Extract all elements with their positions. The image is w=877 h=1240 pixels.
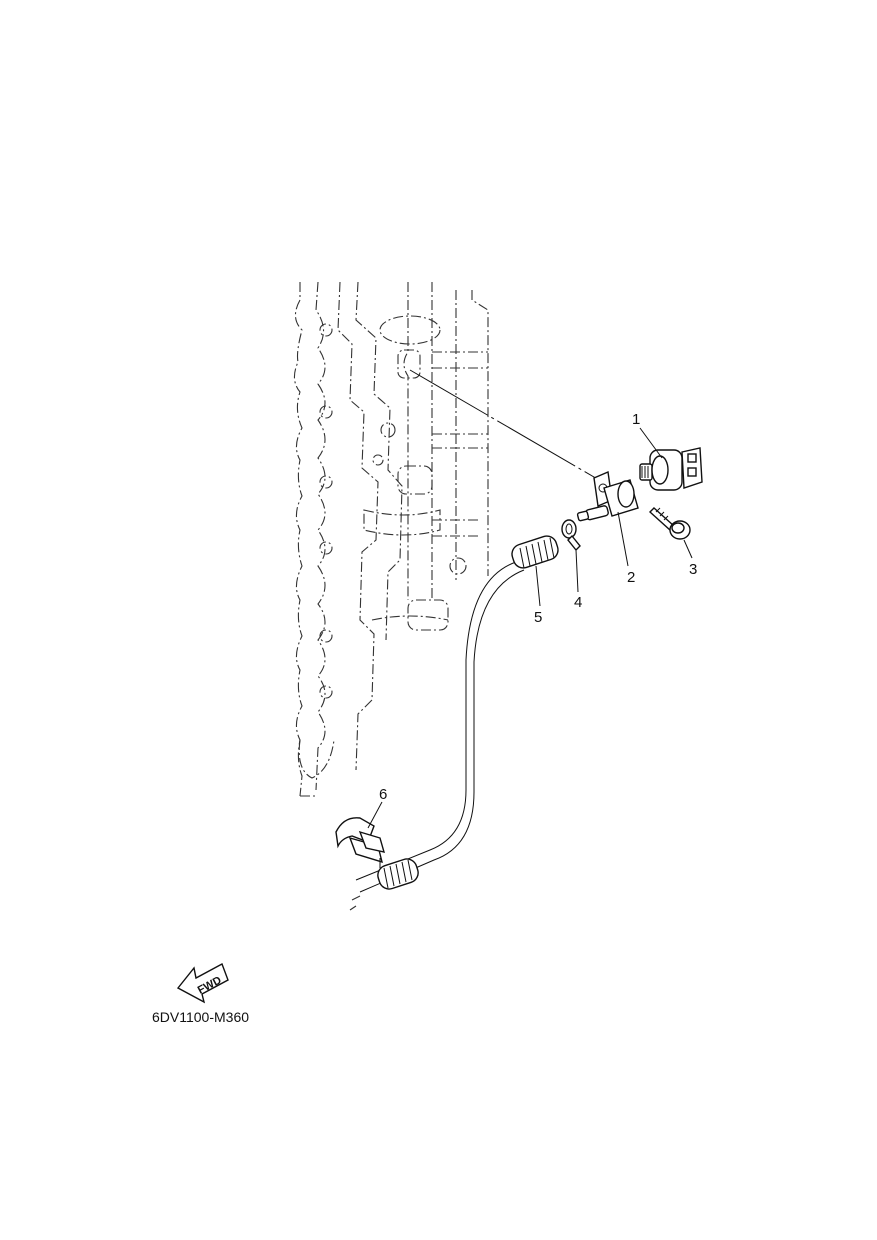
hose-clip	[561, 519, 581, 552]
callout-4: 4	[574, 594, 582, 611]
hose	[349, 535, 559, 911]
sensor-bracket	[576, 470, 639, 522]
block-bolt-holes	[319, 323, 467, 699]
callout-1: 1	[632, 411, 640, 428]
mounting-leader-line	[409, 369, 607, 485]
hose-lower-ribs	[377, 858, 419, 890]
drawing-code: 6DV1100-M360	[152, 1009, 249, 1025]
callout-6: 6	[379, 786, 387, 803]
hose-clamp	[335, 817, 385, 868]
callout-leaders	[367, 427, 693, 829]
callout-2: 2	[627, 569, 635, 586]
callout-3: 3	[689, 561, 697, 578]
fwd-arrow-icon: FWD	[176, 963, 229, 1004]
pressure-sensor	[639, 447, 703, 491]
bolt	[648, 507, 691, 540]
engine-block-outline	[293, 281, 489, 797]
hose-upper-ribs	[511, 535, 559, 569]
callout-5: 5	[534, 609, 542, 626]
